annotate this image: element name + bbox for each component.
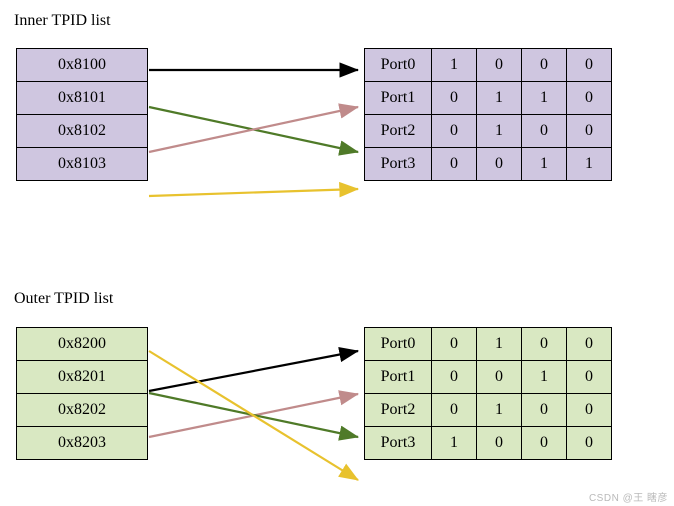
outer-port-2-bit-3: 0 — [566, 393, 612, 427]
outer-port-name-0: Port0 — [364, 327, 432, 361]
table-row: Port2 0 1 0 0 — [364, 114, 612, 148]
outer-port-3-bit-2: 0 — [521, 426, 567, 460]
inner-tpid-value-1: 0x8101 — [16, 81, 148, 115]
outer-port-0-bit-1: 1 — [476, 327, 522, 361]
inner-port-name-0: Port0 — [364, 48, 432, 82]
inner-arrow-3-to-port3 — [148, 181, 360, 198]
table-row: 0x8202 — [16, 393, 148, 427]
outer-arrow-0-to-port3 — [148, 350, 359, 481]
outer-port-2-bit-0: 0 — [431, 393, 477, 427]
table-row: Port3 1 0 0 0 — [364, 426, 612, 460]
outer-port-name-2: Port2 — [364, 393, 432, 427]
table-row: Port0 0 1 0 0 — [364, 327, 612, 361]
outer-port-table: Port0 0 1 0 0 Port1 0 0 1 0 Port2 0 1 0 … — [364, 327, 612, 460]
outer-port-0-bit-2: 0 — [521, 327, 567, 361]
inner-tpid-value-3: 0x8103 — [16, 147, 148, 181]
inner-port-name-2: Port2 — [364, 114, 432, 148]
outer-arrow-1b-to-port2 — [148, 391, 360, 441]
inner-port-table: Port0 1 0 0 0 Port1 0 1 1 0 Port2 0 1 0 … — [364, 48, 612, 181]
outer-port-1-bit-2: 1 — [521, 360, 567, 394]
inner-port-0-bit-3: 0 — [566, 48, 612, 82]
table-row: 0x8200 — [16, 327, 148, 361]
outer-port-3-bit-0: 1 — [431, 426, 477, 460]
inner-port-3-bit-3: 1 — [566, 147, 612, 181]
outer-port-0-bit-3: 0 — [566, 327, 612, 361]
inner-section-title: Inner TPID list — [14, 12, 111, 29]
inner-tpid-value-2: 0x8102 — [16, 114, 148, 148]
inner-port-2-bit-1: 1 — [476, 114, 522, 148]
table-row: 0x8203 — [16, 426, 148, 460]
outer-arrow-2-to-port1 — [148, 390, 360, 439]
outer-port-1-bit-0: 0 — [431, 360, 477, 394]
outer-port-name-3: Port3 — [364, 426, 432, 460]
table-row: Port3 0 0 1 1 — [364, 147, 612, 181]
table-row: 0x8100 — [16, 48, 148, 82]
inner-arrow-1-to-port2 — [148, 105, 360, 156]
inner-port-2-bit-0: 0 — [431, 114, 477, 148]
inner-port-1-bit-0: 0 — [431, 81, 477, 115]
outer-port-1-bit-1: 0 — [476, 360, 522, 394]
table-row: 0x8103 — [16, 147, 148, 181]
outer-tpid-value-2: 0x8202 — [16, 393, 148, 427]
outer-port-name-1: Port1 — [364, 360, 432, 394]
table-row: Port1 0 1 1 0 — [364, 81, 612, 115]
inner-arrow-2-to-port1 — [148, 103, 360, 154]
outer-port-2-bit-2: 0 — [521, 393, 567, 427]
inner-port-2-bit-2: 0 — [521, 114, 567, 148]
inner-port-0-bit-1: 0 — [476, 48, 522, 82]
outer-port-3-bit-3: 0 — [566, 426, 612, 460]
inner-port-1-bit-3: 0 — [566, 81, 612, 115]
table-row: 0x8102 — [16, 114, 148, 148]
table-row: 0x8101 — [16, 81, 148, 115]
inner-port-1-bit-1: 1 — [476, 81, 522, 115]
outer-section-title: Outer TPID list — [14, 290, 114, 307]
table-row: Port2 0 1 0 0 — [364, 393, 612, 427]
inner-tpid-value-0: 0x8100 — [16, 48, 148, 82]
inner-tpid-table: 0x8100 0x8101 0x8102 0x8103 — [16, 48, 148, 181]
outer-arrow-1-to-port0 — [148, 346, 360, 393]
inner-port-name-1: Port1 — [364, 81, 432, 115]
outer-tpid-value-3: 0x8203 — [16, 426, 148, 460]
outer-tpid-table: 0x8200 0x8201 0x8202 0x8203 — [16, 327, 148, 460]
inner-port-0-bit-0: 1 — [431, 48, 477, 82]
outer-port-3-bit-1: 0 — [476, 426, 522, 460]
outer-port-2-bit-1: 1 — [476, 393, 522, 427]
inner-port-3-bit-0: 0 — [431, 147, 477, 181]
table-row: Port0 1 0 0 0 — [364, 48, 612, 82]
inner-port-2-bit-3: 0 — [566, 114, 612, 148]
inner-port-3-bit-2: 1 — [521, 147, 567, 181]
inner-port-3-bit-1: 0 — [476, 147, 522, 181]
watermark: CSDN @王 瞎彦 — [588, 493, 668, 504]
inner-port-0-bit-2: 0 — [521, 48, 567, 82]
table-row: 0x8201 — [16, 360, 148, 394]
inner-port-1-bit-2: 1 — [521, 81, 567, 115]
outer-port-1-bit-3: 0 — [566, 360, 612, 394]
table-row: Port1 0 0 1 0 — [364, 360, 612, 394]
inner-port-name-3: Port3 — [364, 147, 432, 181]
outer-port-0-bit-0: 0 — [431, 327, 477, 361]
outer-tpid-value-1: 0x8201 — [16, 360, 148, 394]
outer-tpid-value-0: 0x8200 — [16, 327, 148, 361]
